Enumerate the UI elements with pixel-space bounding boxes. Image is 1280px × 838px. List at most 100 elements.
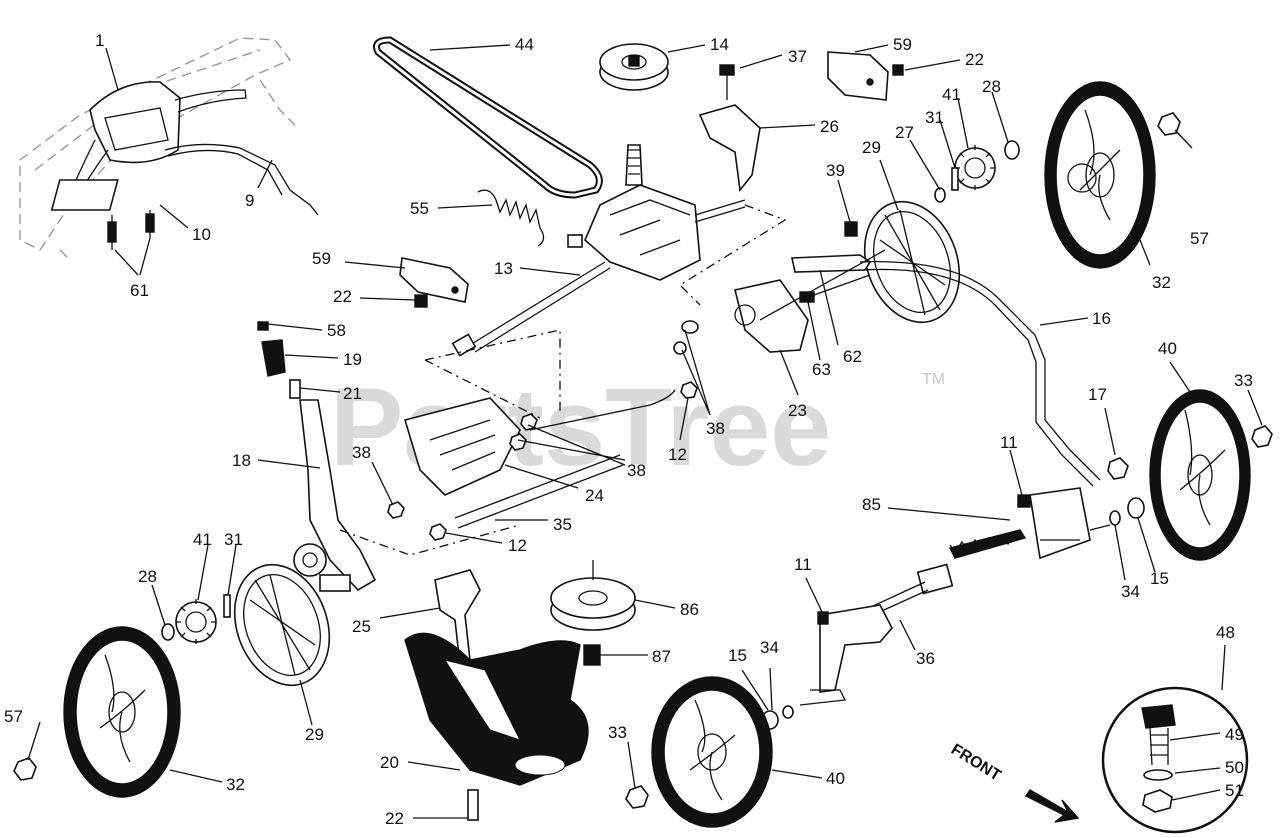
- label-23: 23: [788, 401, 807, 420]
- washer-15-right: [1127, 497, 1145, 519]
- nut-12-lower: [429, 523, 447, 541]
- washer-27: [934, 187, 946, 203]
- label-22-left: 22: [333, 287, 352, 306]
- label-57-right: 57: [1190, 229, 1209, 248]
- label-28-left: 28: [138, 567, 157, 586]
- axle-13: [469, 261, 611, 353]
- label-40-right: 40: [1158, 339, 1177, 358]
- label-33-right: 33: [1234, 371, 1253, 390]
- control-housing: [89, 81, 181, 164]
- washer-34-right: [1109, 510, 1121, 526]
- front-axle-assembly: [799, 487, 1111, 706]
- label-21: 21: [343, 384, 362, 403]
- gear-41-right: [954, 145, 996, 190]
- phantom-line-1: [424, 329, 561, 419]
- bracket-26: [698, 104, 761, 192]
- label-38-mid: 38: [627, 461, 646, 480]
- nut-17: [1107, 457, 1129, 480]
- label-61: 61: [130, 281, 149, 300]
- label-32-left: 32: [226, 775, 245, 794]
- insert-21: [289, 379, 301, 399]
- wheel-40-right: [1149, 389, 1251, 561]
- shaft-35: [454, 454, 624, 529]
- front-direction-arrow: FRONT: [948, 741, 1080, 823]
- label-63: 63: [812, 360, 831, 379]
- nut-57-left: [13, 757, 37, 781]
- label-44: 44: [515, 35, 534, 54]
- knob-19: [261, 339, 286, 377]
- label-38-left: 38: [352, 443, 371, 462]
- label-22-bottom: 22: [385, 809, 404, 828]
- label-34-right: 34: [1121, 582, 1140, 601]
- gearbox-13: [451, 144, 746, 357]
- label-38-right: 38: [706, 419, 725, 438]
- callout-labels: 1 9 10 61 44 14 37 59 22 26 41 28 31 27 …: [4, 31, 1253, 828]
- lever-62: [791, 254, 872, 273]
- washer-28-right: [1004, 140, 1020, 160]
- label-31-left: 31: [224, 530, 243, 549]
- phantom-line-2: [678, 204, 787, 306]
- label-16: 16: [1092, 309, 1111, 328]
- label-41-left: 41: [193, 530, 212, 549]
- label-86: 86: [680, 600, 699, 619]
- spring-55: [477, 189, 545, 247]
- nut-33-right: [1251, 425, 1273, 448]
- label-51: 51: [1225, 781, 1244, 800]
- pin-31-left: [223, 594, 231, 618]
- bolt-58: [257, 321, 269, 331]
- label-62: 62: [843, 347, 862, 366]
- label-58: 58: [327, 321, 346, 340]
- nut-12-upper: [680, 381, 698, 399]
- label-11-right: 11: [1000, 433, 1018, 452]
- bolt-22-top: [892, 64, 904, 76]
- phantom-line-3: [339, 524, 521, 556]
- bolt-63: [799, 291, 815, 303]
- label-1: 1: [95, 31, 104, 50]
- label-15-right: 15: [1150, 569, 1169, 588]
- label-20: 20: [380, 753, 399, 772]
- bracket-59-left: [399, 257, 469, 303]
- pulley-14: [599, 43, 669, 91]
- label-40-left: 40: [826, 769, 845, 788]
- shaft-upper: [529, 389, 676, 431]
- bolt-39: [844, 221, 858, 237]
- bolt-37: [719, 64, 735, 76]
- label-48: 48: [1216, 623, 1235, 642]
- label-39: 39: [826, 161, 845, 180]
- label-31-right: 31: [925, 108, 944, 127]
- bolt-22-left: [414, 294, 428, 308]
- wheel-29-right: [863, 200, 961, 324]
- label-59-left: 59: [312, 249, 331, 268]
- svg-text:FRONT: FRONT: [948, 741, 1004, 785]
- belt-44: [373, 36, 603, 199]
- label-57-left: 57: [4, 707, 23, 726]
- bracket-18: [293, 399, 377, 592]
- gear-41-left: [175, 599, 217, 644]
- label-85: 85: [862, 495, 881, 514]
- label-49: 49: [1225, 725, 1244, 744]
- label-87: 87: [652, 647, 671, 666]
- label-36: 36: [916, 649, 935, 668]
- label-12-lower: 12: [508, 536, 527, 555]
- wheel-32-left: [63, 626, 181, 798]
- pin-31-right: [951, 167, 959, 191]
- pulley-86: [550, 577, 636, 631]
- inset-48: [1101, 686, 1249, 834]
- label-14: 14: [710, 35, 729, 54]
- label-12-upper: 12: [668, 445, 687, 464]
- nut-33-left: [625, 785, 649, 809]
- washer-34-left: [782, 705, 794, 719]
- label-32-right: 32: [1152, 273, 1171, 292]
- leader-lines: [27, 44, 1263, 819]
- wheel-40-left: [651, 676, 773, 828]
- bracket-23: [734, 279, 809, 353]
- bracket-10: [50, 179, 119, 211]
- bolt-22-bottom: [467, 789, 479, 821]
- label-29-left: 29: [305, 725, 324, 744]
- label-50: 50: [1225, 758, 1244, 777]
- washer-28-left: [161, 623, 175, 641]
- label-13: 13: [494, 259, 513, 278]
- nut-38-lower: [387, 501, 405, 519]
